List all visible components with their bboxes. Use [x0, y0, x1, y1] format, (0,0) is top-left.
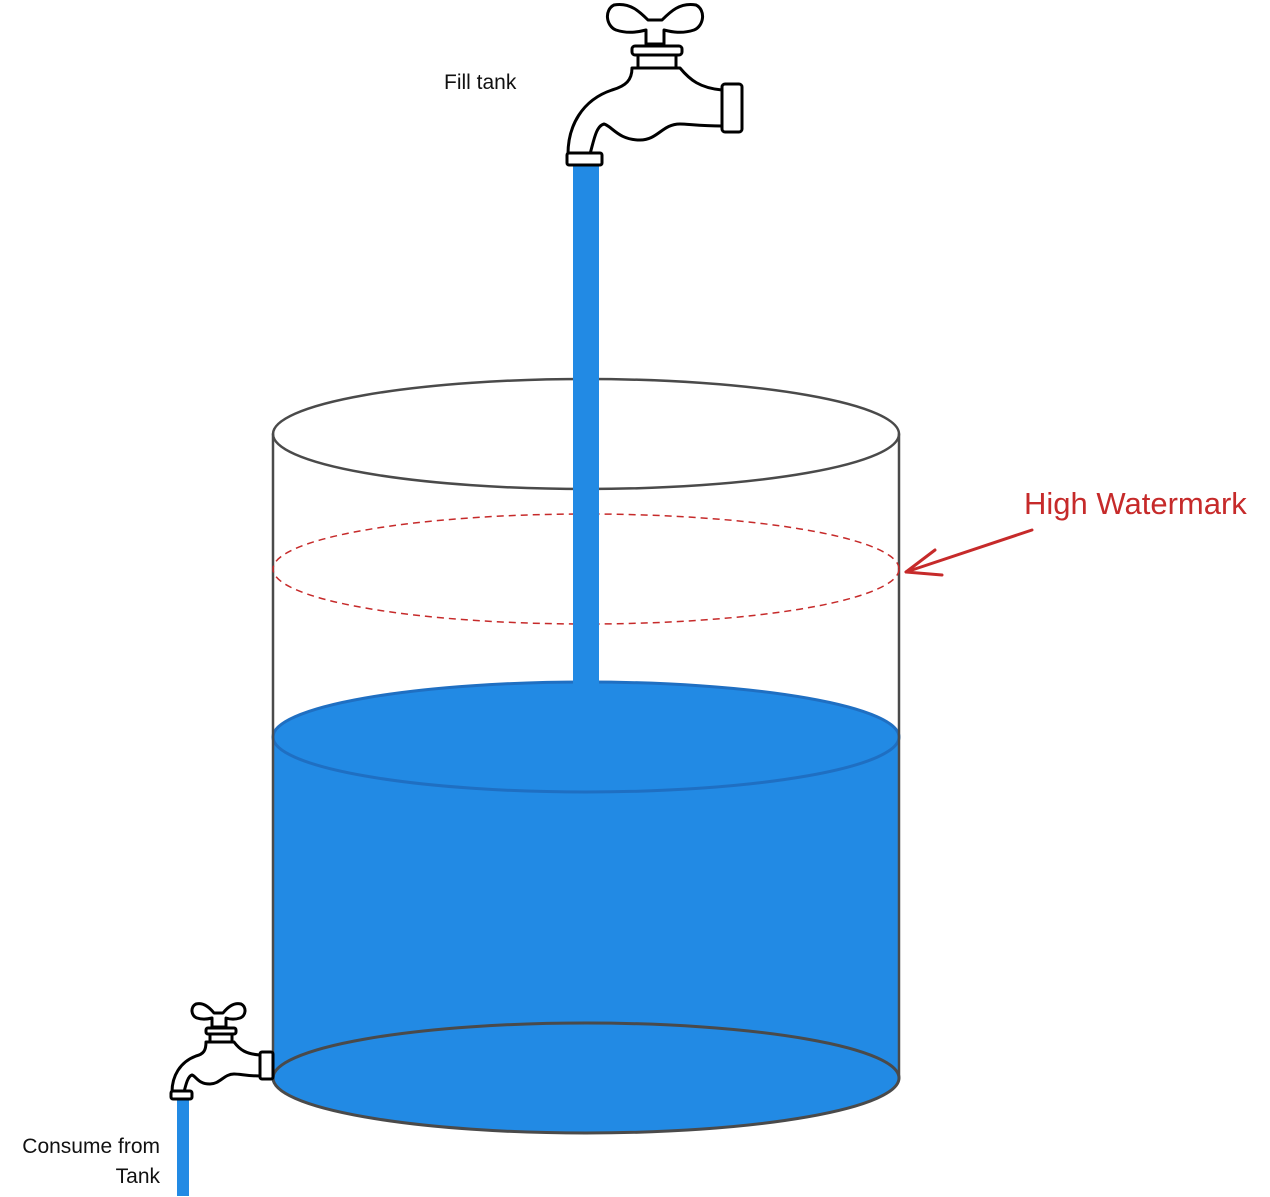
top-faucet-icon: [565, 2, 744, 167]
consume-label-line2: Tank: [116, 1165, 161, 1188]
tank-water: [271, 680, 901, 1135]
tank-water-bottom-ellipse: [271, 1021, 901, 1135]
fill-tank-label: Fill tank: [444, 71, 517, 94]
high-watermark-label: High Watermark: [1024, 486, 1247, 521]
high-watermark-arrow: [904, 528, 1034, 577]
bottom-faucet-icon: [169, 1002, 275, 1101]
consume-label-line1: Consume from: [22, 1135, 160, 1158]
tank-water-surface: [271, 680, 901, 794]
inflow-stream: [573, 162, 599, 684]
outflow-stream: [177, 1098, 189, 1196]
